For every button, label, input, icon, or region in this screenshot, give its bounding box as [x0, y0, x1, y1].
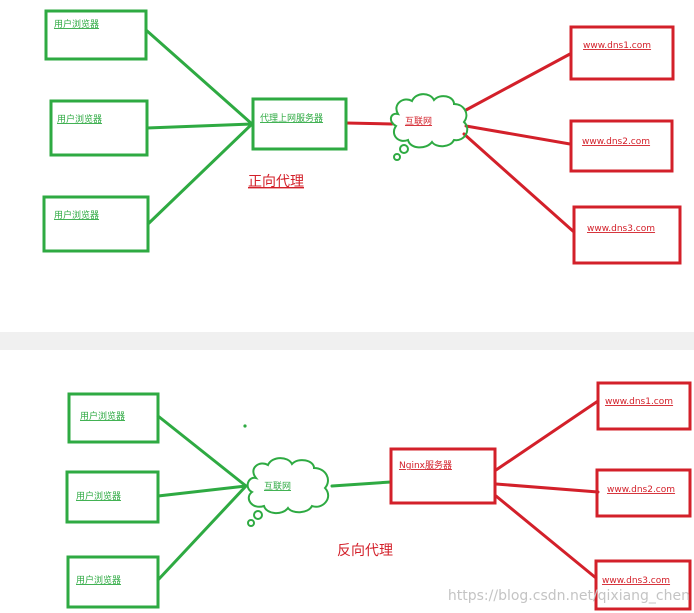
reverse-link-browser3-internet [156, 484, 248, 582]
forward-browser-2: 用户浏览器 [49, 99, 149, 157]
reverse-browser-2-box [65, 470, 160, 524]
forward-server-dns1-box [569, 25, 675, 81]
forward-connections [144, 28, 576, 234]
reverse-link-browser2-internet [156, 484, 248, 498]
forward-internet-label: 互联网 [405, 116, 432, 127]
reverse-browser-2: 用户浏览器 [65, 470, 160, 524]
forward-link-internet-dns2 [464, 124, 572, 146]
forward-browser-3-box [42, 195, 150, 253]
forward-proxy-title: 正向代理 [248, 174, 304, 190]
reverse-nginx-server-label: Nginx服务器 [399, 459, 452, 471]
reverse-link-nginx-dns2 [494, 482, 600, 494]
forward-server-dns2-label: www.dns2.com [582, 137, 650, 147]
reverse-connections [156, 399, 600, 582]
reverse-server-dns2-label: www.dns2.com [607, 485, 675, 495]
forward-browser-3-label: 用户浏览器 [54, 209, 99, 221]
reverse-nginx-server: Nginx服务器 [389, 447, 497, 505]
reverse-server-dns3: www.dns3.com [594, 559, 692, 611]
forward-proxy-panel [0, 0, 694, 332]
forward-browser-1: 用户浏览器 [44, 9, 148, 61]
forward-link-browser1-proxy [144, 28, 254, 126]
reverse-browser-1-box [67, 392, 160, 444]
reverse-browser-3-box [66, 555, 160, 609]
forward-server-dns3: www.dns3.com [572, 205, 682, 265]
forward-browser-2-box [49, 99, 149, 157]
reverse-proxy-title: 反向代理 [337, 543, 393, 559]
forward-browser-1-box [44, 9, 148, 61]
reverse-link-nginx-dns1 [494, 399, 600, 472]
cloud-tail-icon [247, 519, 255, 527]
reverse-link-internet-nginx [330, 480, 393, 488]
reverse-server-dns1: www.dns1.com [596, 381, 692, 431]
reverse-link-browser1-internet [156, 414, 248, 488]
reverse-browser-3-label: 用户浏览器 [76, 574, 121, 586]
forward-server-dns1: www.dns1.com [569, 25, 675, 81]
reverse-nginx-server-box [389, 447, 497, 505]
forward-proxy-server-box [251, 97, 348, 151]
cloud-tail-icon [253, 510, 263, 520]
forward-browser-3: 用户浏览器 [42, 195, 150, 253]
forward-link-proxy-internet [344, 121, 394, 126]
forward-internet: 互联网 [390, 93, 469, 161]
cloud-tail-icon [399, 144, 409, 154]
reverse-browser-3: 用户浏览器 [66, 555, 160, 609]
reverse-browser-1-label: 用户浏览器 [80, 410, 125, 422]
forward-server-dns2-box [569, 119, 674, 173]
forward-server-dns1-label: www.dns1.com [583, 41, 651, 51]
forward-link-internet-dns3 [462, 132, 576, 234]
reverse-server-dns1-label: www.dns1.com [605, 397, 673, 407]
reverse-browser-1: 用户浏览器 [67, 392, 160, 444]
reverse-server-dns3-box [594, 559, 692, 611]
forward-link-internet-dns1 [464, 52, 572, 112]
cloud-tail-icon [393, 153, 401, 161]
cloud-icon [390, 93, 469, 149]
forward-link-browser2-proxy [145, 122, 254, 130]
forward-server-dns2: www.dns2.com [569, 119, 674, 173]
forward-link-browser3-proxy [146, 122, 254, 226]
reverse-server-dns1-box [596, 381, 692, 431]
reverse-browser-2-label: 用户浏览器 [76, 490, 121, 502]
reverse-server-dns3-label: www.dns3.com [602, 576, 670, 586]
forward-server-dns3-label: www.dns3.com [587, 224, 655, 234]
reverse-server-dns2: www.dns2.com [595, 468, 692, 518]
reverse-server-dns2-box [595, 468, 692, 518]
watermark: https://blog.csdn.net/qixiang_chen [448, 588, 690, 604]
forward-proxy-server: 代理上网服务器 [251, 97, 348, 151]
forward-browser-2-label: 用户浏览器 [57, 113, 102, 125]
reverse-internet: 互联网 [246, 457, 330, 527]
cloud-icon [246, 457, 330, 514]
stray-dot [243, 424, 247, 428]
reverse-link-nginx-dns3 [494, 494, 598, 580]
forward-server-dns3-box [572, 205, 682, 265]
reverse-internet-label: 互联网 [264, 481, 291, 492]
forward-proxy-server-label: 代理上网服务器 [260, 112, 323, 124]
forward-browser-1-label: 用户浏览器 [54, 18, 99, 30]
panel-divider [0, 332, 694, 350]
